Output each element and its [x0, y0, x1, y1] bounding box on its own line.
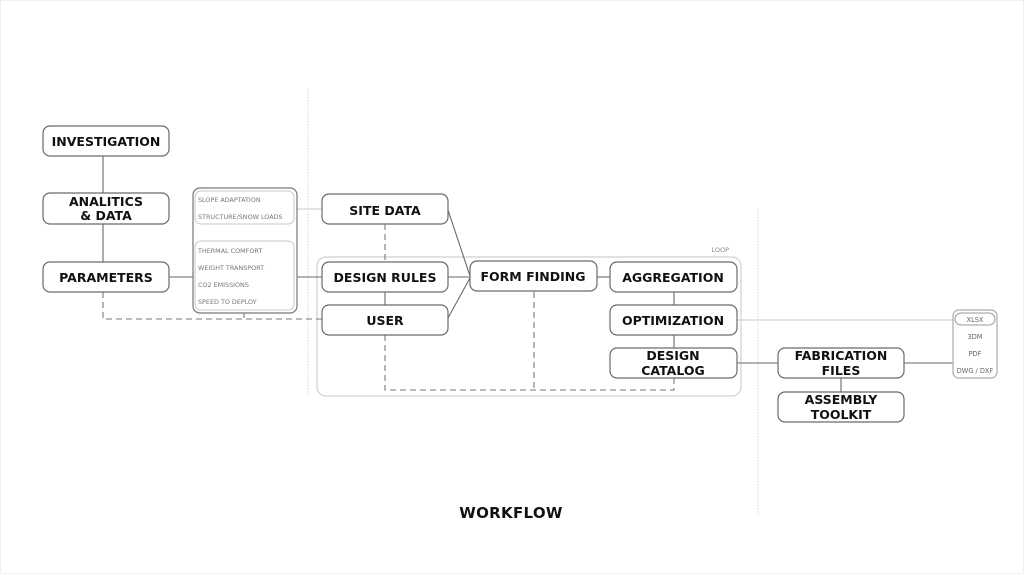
- node-aggregation: AGGREGATION: [609, 261, 738, 293]
- file-format-highlight: [954, 312, 996, 326]
- file-formats-box: XLSX 3DM PDF DWG / DXF: [952, 309, 998, 379]
- file-formats-outer: [952, 309, 998, 379]
- node-label: ASSEMBLY: [805, 392, 879, 407]
- node-label: PARAMETERS: [59, 270, 153, 285]
- node-label: AGGREGATION: [622, 270, 724, 285]
- node-form-finding: FORM FINDING: [469, 260, 598, 292]
- node-design-catalog: DESIGN CATALOG: [609, 347, 738, 379]
- node-label: OPTIMIZATION: [622, 313, 724, 328]
- node-label: FORM FINDING: [481, 269, 586, 284]
- node-label: ANALITICS: [69, 194, 143, 209]
- node-label: & DATA: [80, 208, 132, 223]
- node-fabrication-files: FABRICATION FILES: [777, 347, 905, 379]
- node-assembly-toolkit: ASSEMBLY TOOLKIT: [777, 391, 905, 423]
- node-design-rules: DESIGN RULES: [321, 261, 449, 293]
- parameter-item: CO2 EMISSIONS: [198, 281, 249, 289]
- parameter-item: WEIGHT TRANSPORT: [198, 264, 264, 272]
- file-format-item: 3DM: [968, 333, 983, 341]
- dashed-catalog-user: [384, 335, 675, 391]
- loop-frame: [316, 256, 742, 397]
- node-label: DESIGN RULES: [334, 270, 437, 285]
- node-label: USER: [366, 313, 404, 328]
- connectors: [102, 156, 953, 392]
- node-label: SITE DATA: [349, 203, 421, 218]
- node-analytics-data: ANALITICS & DATA: [42, 192, 170, 225]
- node-parameters: PARAMETERS: [42, 261, 170, 293]
- file-format-item: PDF: [969, 350, 982, 358]
- node-label: CATALOG: [641, 363, 705, 378]
- parameter-group-1: [194, 190, 295, 225]
- dashed-parameters-user: [102, 292, 322, 320]
- parameter-item: STRUCTURE/SNOW LOADS: [198, 213, 283, 221]
- node-label: DESIGN: [646, 348, 699, 363]
- file-format-item: DWG / DXF: [957, 367, 994, 375]
- edge-user-formfinding: [447, 277, 471, 319]
- edge-sitedata-formfinding: [447, 209, 471, 277]
- parameter-item: SPEED TO DEPLOY: [198, 298, 257, 306]
- parameter-group-2: [194, 240, 295, 311]
- loop-label: LOOP: [711, 246, 729, 254]
- parameter-item: SLOPE ADAPTATION: [198, 196, 261, 204]
- parameter-groups-box: SLOPE ADAPTATION STRUCTURE/SNOW LOADS TH…: [192, 187, 298, 314]
- parameter-groups-outer: [192, 187, 298, 314]
- parameter-item: THERMAL COMFORT: [197, 247, 262, 255]
- node-label: INVESTIGATION: [52, 134, 161, 149]
- node-label: FABRICATION: [795, 348, 888, 363]
- file-format-item: XLSX: [967, 316, 984, 324]
- node-investigation: INVESTIGATION: [42, 125, 170, 157]
- node-user: USER: [321, 304, 449, 336]
- node-label: FILES: [822, 363, 861, 378]
- diagram-title: WORKFLOW: [459, 504, 563, 522]
- node-site-data: SITE DATA: [321, 193, 449, 225]
- node-optimization: OPTIMIZATION: [609, 304, 738, 336]
- node-label: TOOLKIT: [811, 407, 872, 422]
